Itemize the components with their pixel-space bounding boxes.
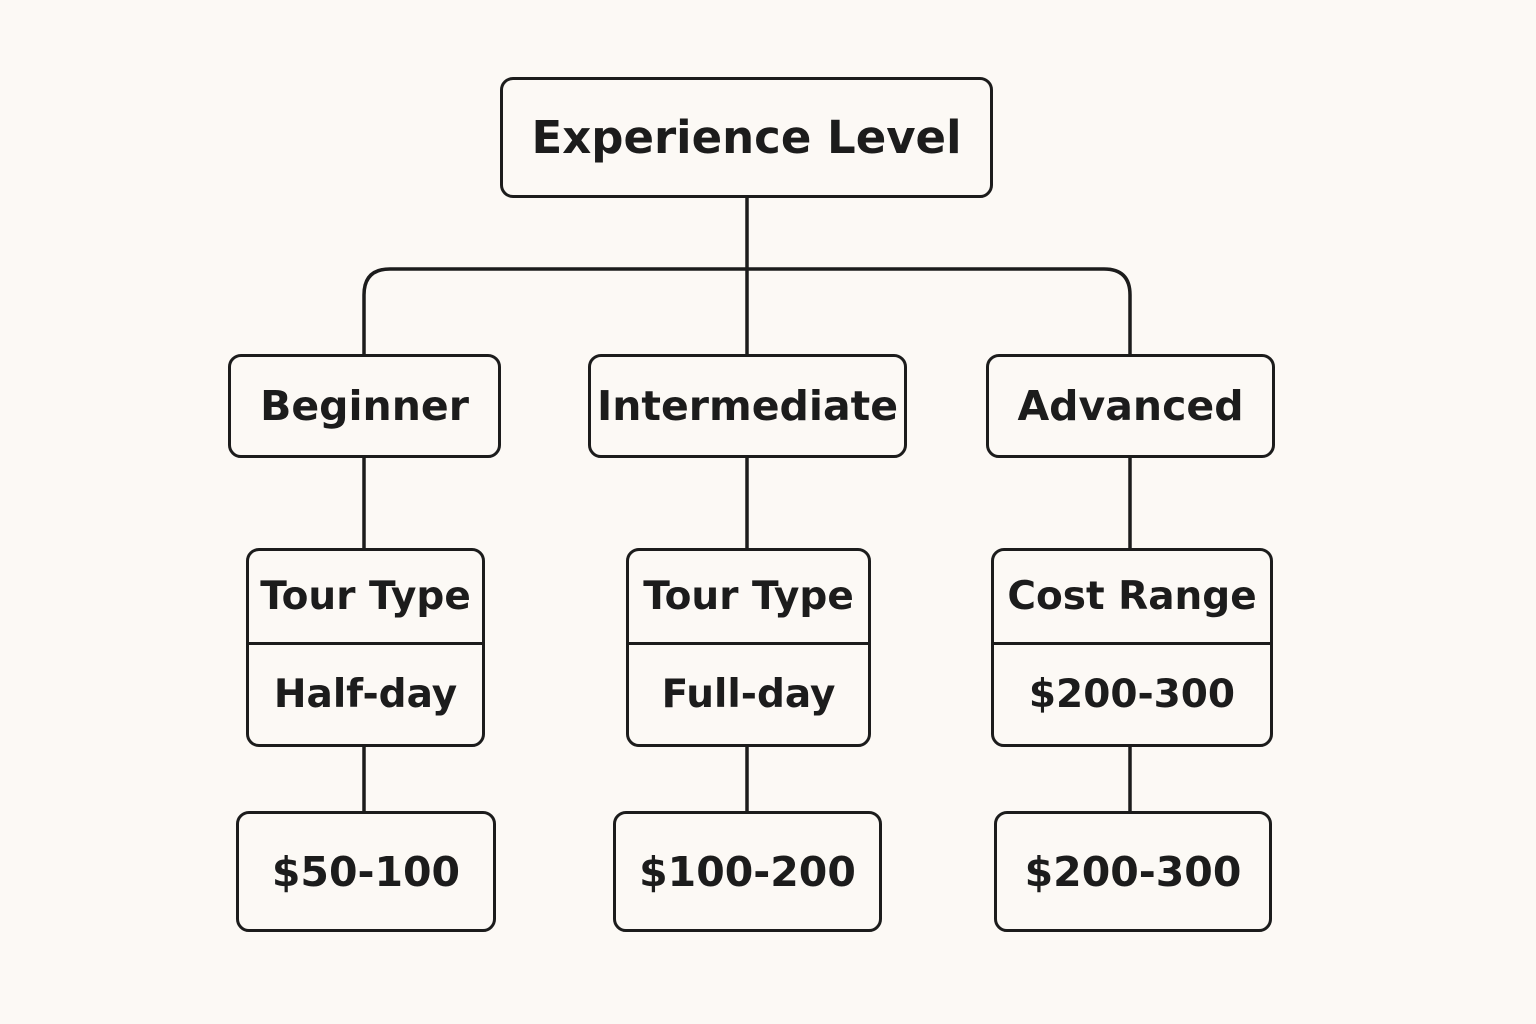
price-label-advanced: $200-300: [1024, 847, 1242, 896]
price-node-intermediate: $100-200: [613, 811, 882, 932]
attribute-value-beginner: Half-day: [273, 672, 458, 717]
price-node-beginner: $50-100: [236, 811, 496, 932]
attribute-label-advanced: Cost Range: [994, 551, 1270, 645]
attribute-node-advanced: Cost Range $200-300: [991, 548, 1273, 747]
price-label-beginner: $50-100: [271, 847, 461, 896]
attribute-value-advanced: $200-300: [1028, 672, 1236, 717]
attribute-value-intermediate: Full-day: [661, 672, 836, 717]
attribute-node-intermediate: Tour Type Full-day: [626, 548, 871, 747]
attribute-node-beginner: Tour Type Half-day: [246, 548, 485, 747]
root-label: Experience Level: [531, 111, 962, 164]
price-node-advanced: $200-300: [994, 811, 1272, 932]
level-label-beginner: Beginner: [260, 382, 469, 430]
level-label-advanced: Advanced: [1017, 382, 1244, 430]
attribute-label-intermediate: Tour Type: [629, 551, 868, 645]
attribute-label-beginner: Tour Type: [249, 551, 482, 645]
root-node-experience-level: Experience Level: [500, 77, 993, 198]
connector-branch-bar: [362, 267, 1132, 357]
level-node-beginner: Beginner: [228, 354, 501, 458]
level-node-intermediate: Intermediate: [588, 354, 907, 458]
price-label-intermediate: $100-200: [639, 847, 856, 896]
level-label-intermediate: Intermediate: [596, 382, 899, 430]
level-node-advanced: Advanced: [986, 354, 1275, 458]
